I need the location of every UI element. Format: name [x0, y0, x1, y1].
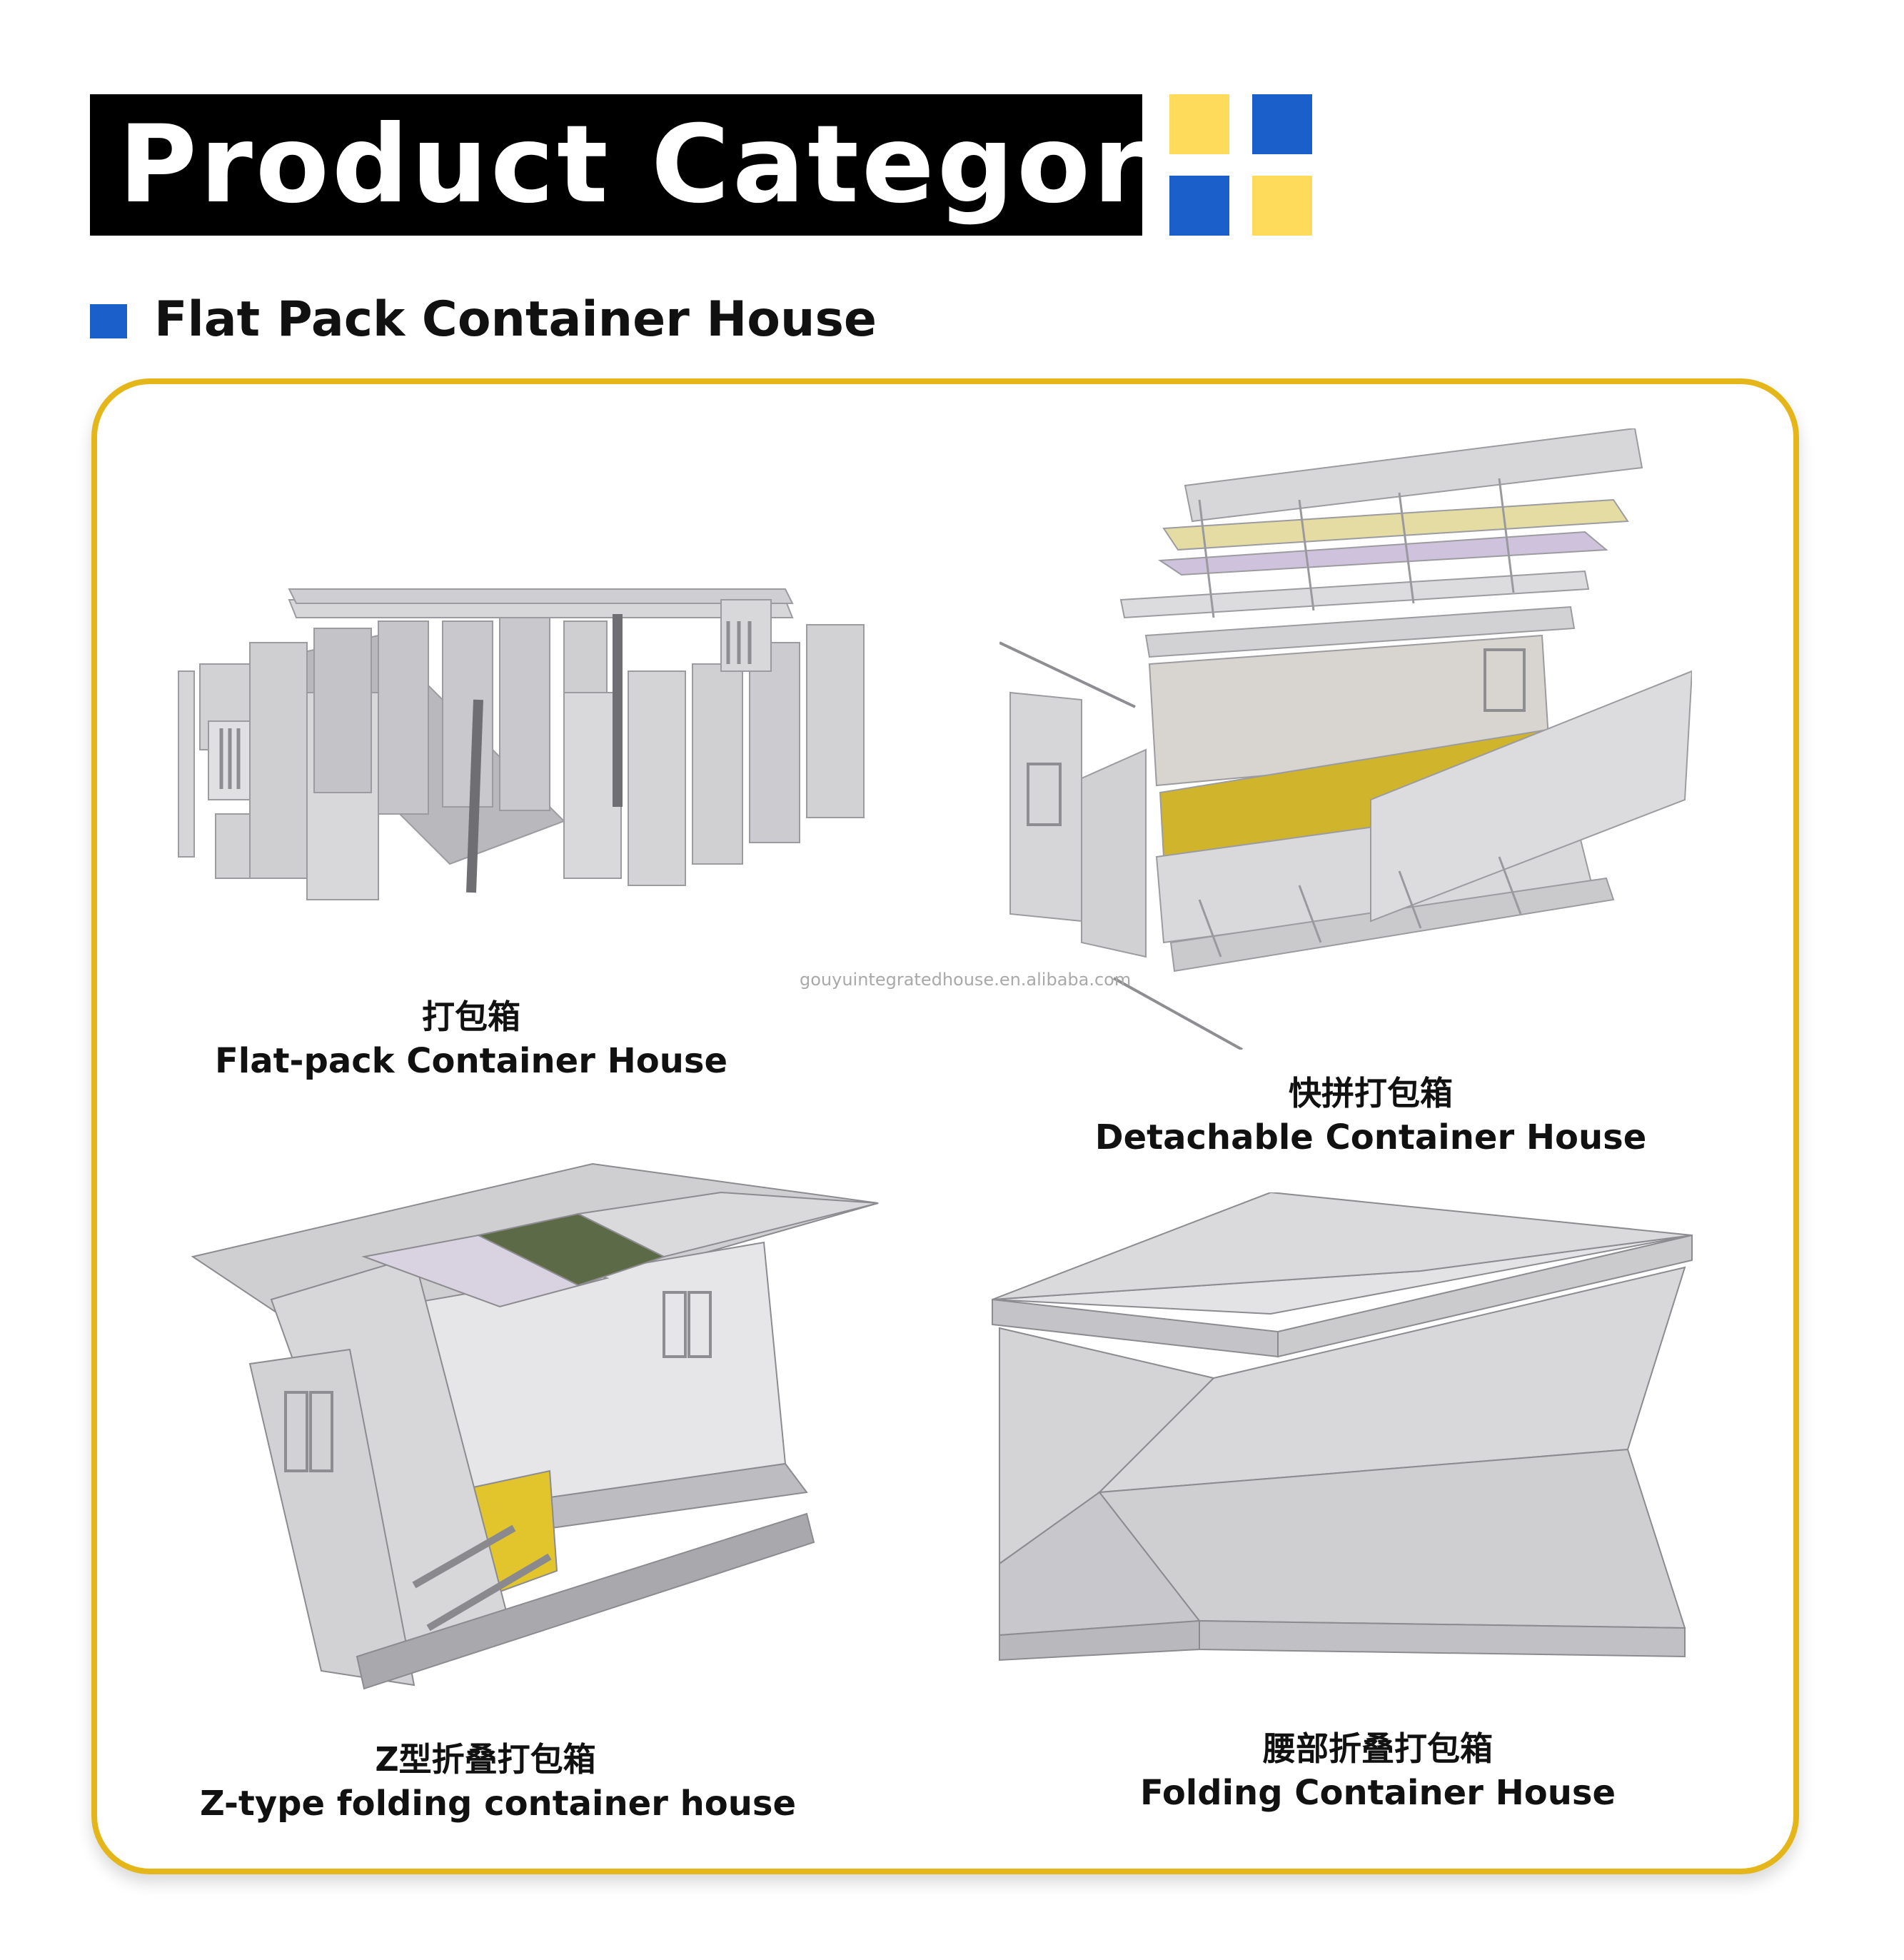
logo-square-yellow: [1252, 176, 1312, 236]
z-type-folding-house-illustration: [191, 1162, 879, 1690]
section-title: Flat Pack Container House: [154, 291, 877, 348]
page-title: Product Categories: [119, 103, 1331, 227]
logo-square-blue: [1252, 94, 1312, 154]
caption-en: Z-type folding container house: [200, 1783, 797, 1824]
caption-en: Folding Container House: [1139, 1772, 1616, 1813]
product-caption-z-type: Z型折叠打包箱 Z-type folding container house: [200, 1739, 797, 1826]
product-caption-folding: 腰部折叠打包箱 Folding Container House: [1085, 1728, 1671, 1815]
caption-zh: 打包箱: [422, 997, 520, 1036]
detachable-house-illustration: [999, 428, 1692, 1050]
logo-square-blue: [1169, 176, 1229, 236]
flat-pack-house-illustration: [178, 588, 865, 900]
header-bar: Product Categories: [90, 94, 1328, 236]
caption-en: Flat-pack Container House: [214, 1040, 728, 1081]
folding-house-illustration: [992, 1192, 1693, 1662]
product-caption-detachable: 快拼打包箱 Detachable Container House: [1085, 1072, 1656, 1160]
section-marker-icon: [90, 304, 127, 338]
caption-zh: 快拼打包箱: [1289, 1074, 1453, 1112]
watermark: gouyuintegratedhouse.en.alibaba.com: [800, 970, 1132, 990]
logo-squares-icon: [1169, 94, 1312, 236]
caption-zh: 腰部折叠打包箱: [1263, 1729, 1493, 1768]
logo-square-yellow: [1169, 94, 1229, 154]
caption-en: Detachable Container House: [1094, 1117, 1647, 1157]
product-caption-flat-pack: 打包箱 Flat-pack Container House: [200, 996, 742, 1083]
caption-zh: Z型折叠打包箱: [375, 1740, 596, 1779]
